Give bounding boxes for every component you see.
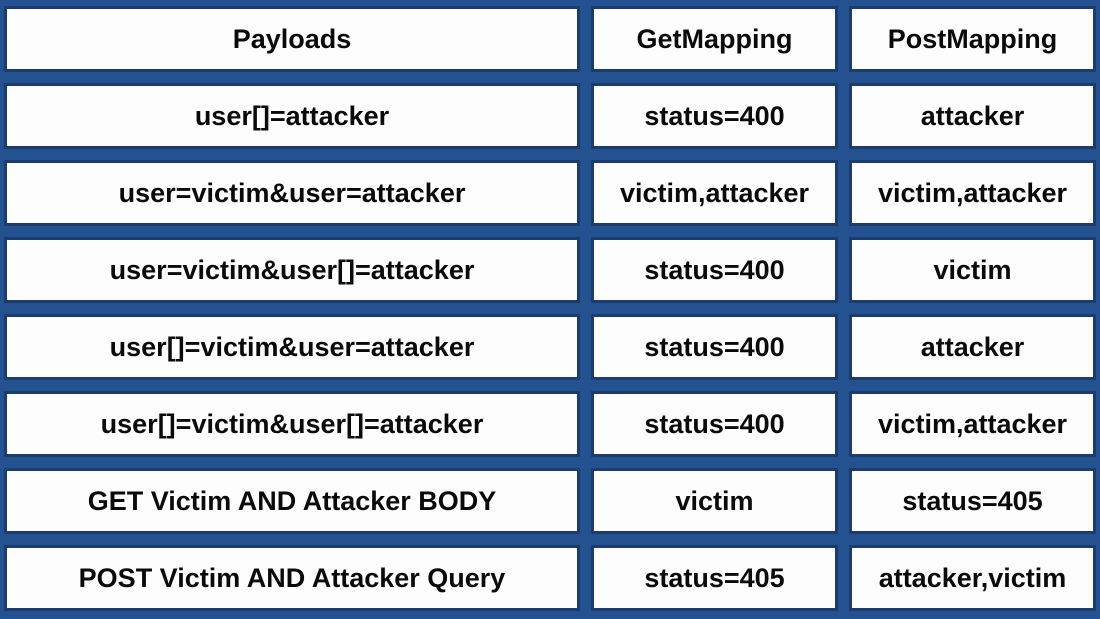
column-header-getmapping: GetMapping	[591, 6, 838, 72]
postmapping-cell: attacker	[849, 314, 1096, 380]
getmapping-cell: status=400	[591, 391, 838, 457]
getmapping-cell: status=400	[591, 314, 838, 380]
column-header-payloads: Payloads	[4, 6, 580, 72]
getmapping-cell: status=405	[591, 545, 838, 611]
payload-cell: user=victim&user=attacker	[4, 160, 580, 226]
payload-cell: user=victim&user[]=attacker	[4, 237, 580, 303]
postmapping-cell: victim	[849, 237, 1096, 303]
postmapping-cell: status=405	[849, 468, 1096, 534]
payload-cell: POST Victim AND Attacker Query	[4, 545, 580, 611]
column-header-postmapping: PostMapping	[849, 6, 1096, 72]
payload-cell: GET Victim AND Attacker BODY	[4, 468, 580, 534]
getmapping-cell: victim,attacker	[591, 160, 838, 226]
getmapping-cell: victim	[591, 468, 838, 534]
payload-cell: user[]=victim&user=attacker	[4, 314, 580, 380]
getmapping-cell: status=400	[591, 83, 838, 149]
postmapping-cell: victim,attacker	[849, 160, 1096, 226]
payload-cell: user[]=victim&user[]=attacker	[4, 391, 580, 457]
postmapping-cell: attacker	[849, 83, 1096, 149]
postmapping-cell: attacker,victim	[849, 545, 1096, 611]
postmapping-cell: victim,attacker	[849, 391, 1096, 457]
getmapping-cell: status=400	[591, 237, 838, 303]
payload-cell: user[]=attacker	[4, 83, 580, 149]
